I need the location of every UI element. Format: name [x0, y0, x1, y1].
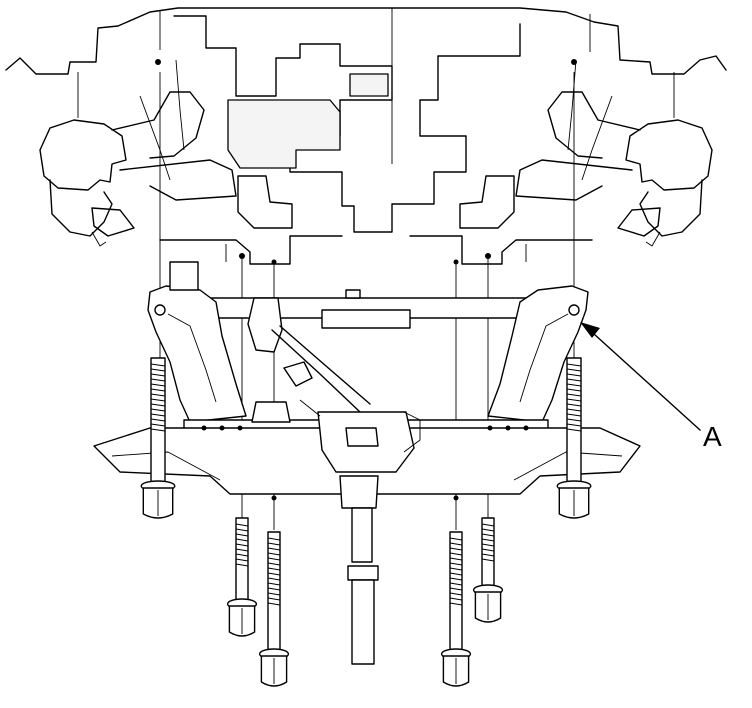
- vehicle-underbody: [5, 7, 727, 265]
- steering-gearbox: [247, 297, 421, 473]
- callout-arrow-a: [580, 322, 701, 431]
- front-subframe: [93, 261, 641, 501]
- support-jack-post: [347, 565, 379, 665]
- subframe-mounting-bolt-front-left: [140, 357, 176, 519]
- subframe-mounting-bolt-rear-right-outer: [472, 517, 504, 623]
- subframe-mounting-bolt-front-right: [556, 357, 592, 519]
- subframe-mounting-bolt-rear-right-inner: [440, 531, 472, 687]
- subframe-mounting-bolt-rear-left-outer: [226, 517, 258, 637]
- callout-label-a: A: [703, 421, 722, 452]
- steering-column-shaft: [339, 475, 379, 563]
- subframe-mounting-bolt-rear-left-inner: [258, 531, 290, 687]
